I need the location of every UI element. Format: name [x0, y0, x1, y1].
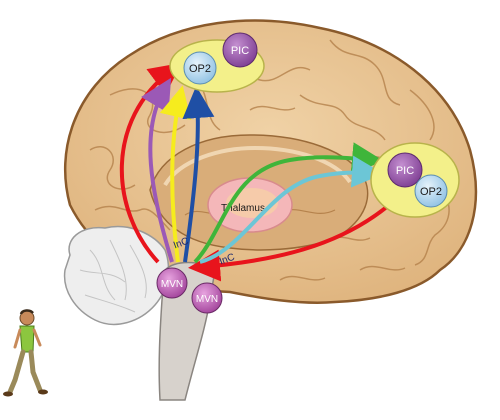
cerebellum-texture — [79, 239, 147, 313]
mvn-upper-node — [156, 267, 188, 299]
upper-op2-label: OP2 — [189, 63, 211, 75]
blue-pathway — [182, 86, 215, 263]
mvn-upper-label: MVN — [161, 279, 183, 290]
right-op2-label: OP2 — [420, 186, 442, 198]
cerebellum — [63, 225, 170, 326]
purple-pathway — [141, 77, 174, 263]
thalamus-label: Thalamus — [221, 203, 265, 214]
red-pathway-from-right — [188, 198, 397, 282]
right-pic-node — [387, 152, 423, 188]
upper-pic-node — [222, 32, 258, 68]
mvn-lower-label: MVN — [196, 294, 218, 305]
upper-pic-label: PIC — [231, 45, 249, 57]
yellow-pathway — [159, 85, 192, 263]
inc-right-label: InC — [218, 252, 236, 268]
cyan-pathway — [199, 155, 384, 264]
right-op2-node — [414, 174, 448, 208]
upper-op2-node — [183, 51, 217, 85]
mvn-lower-node — [191, 282, 223, 314]
walking-person-icon — [3, 309, 48, 397]
inc-left-label: InC — [172, 236, 190, 252]
corpus-callosum — [163, 145, 352, 187]
green-pathway — [193, 142, 384, 264]
right-pic-label: PIC — [396, 165, 414, 177]
